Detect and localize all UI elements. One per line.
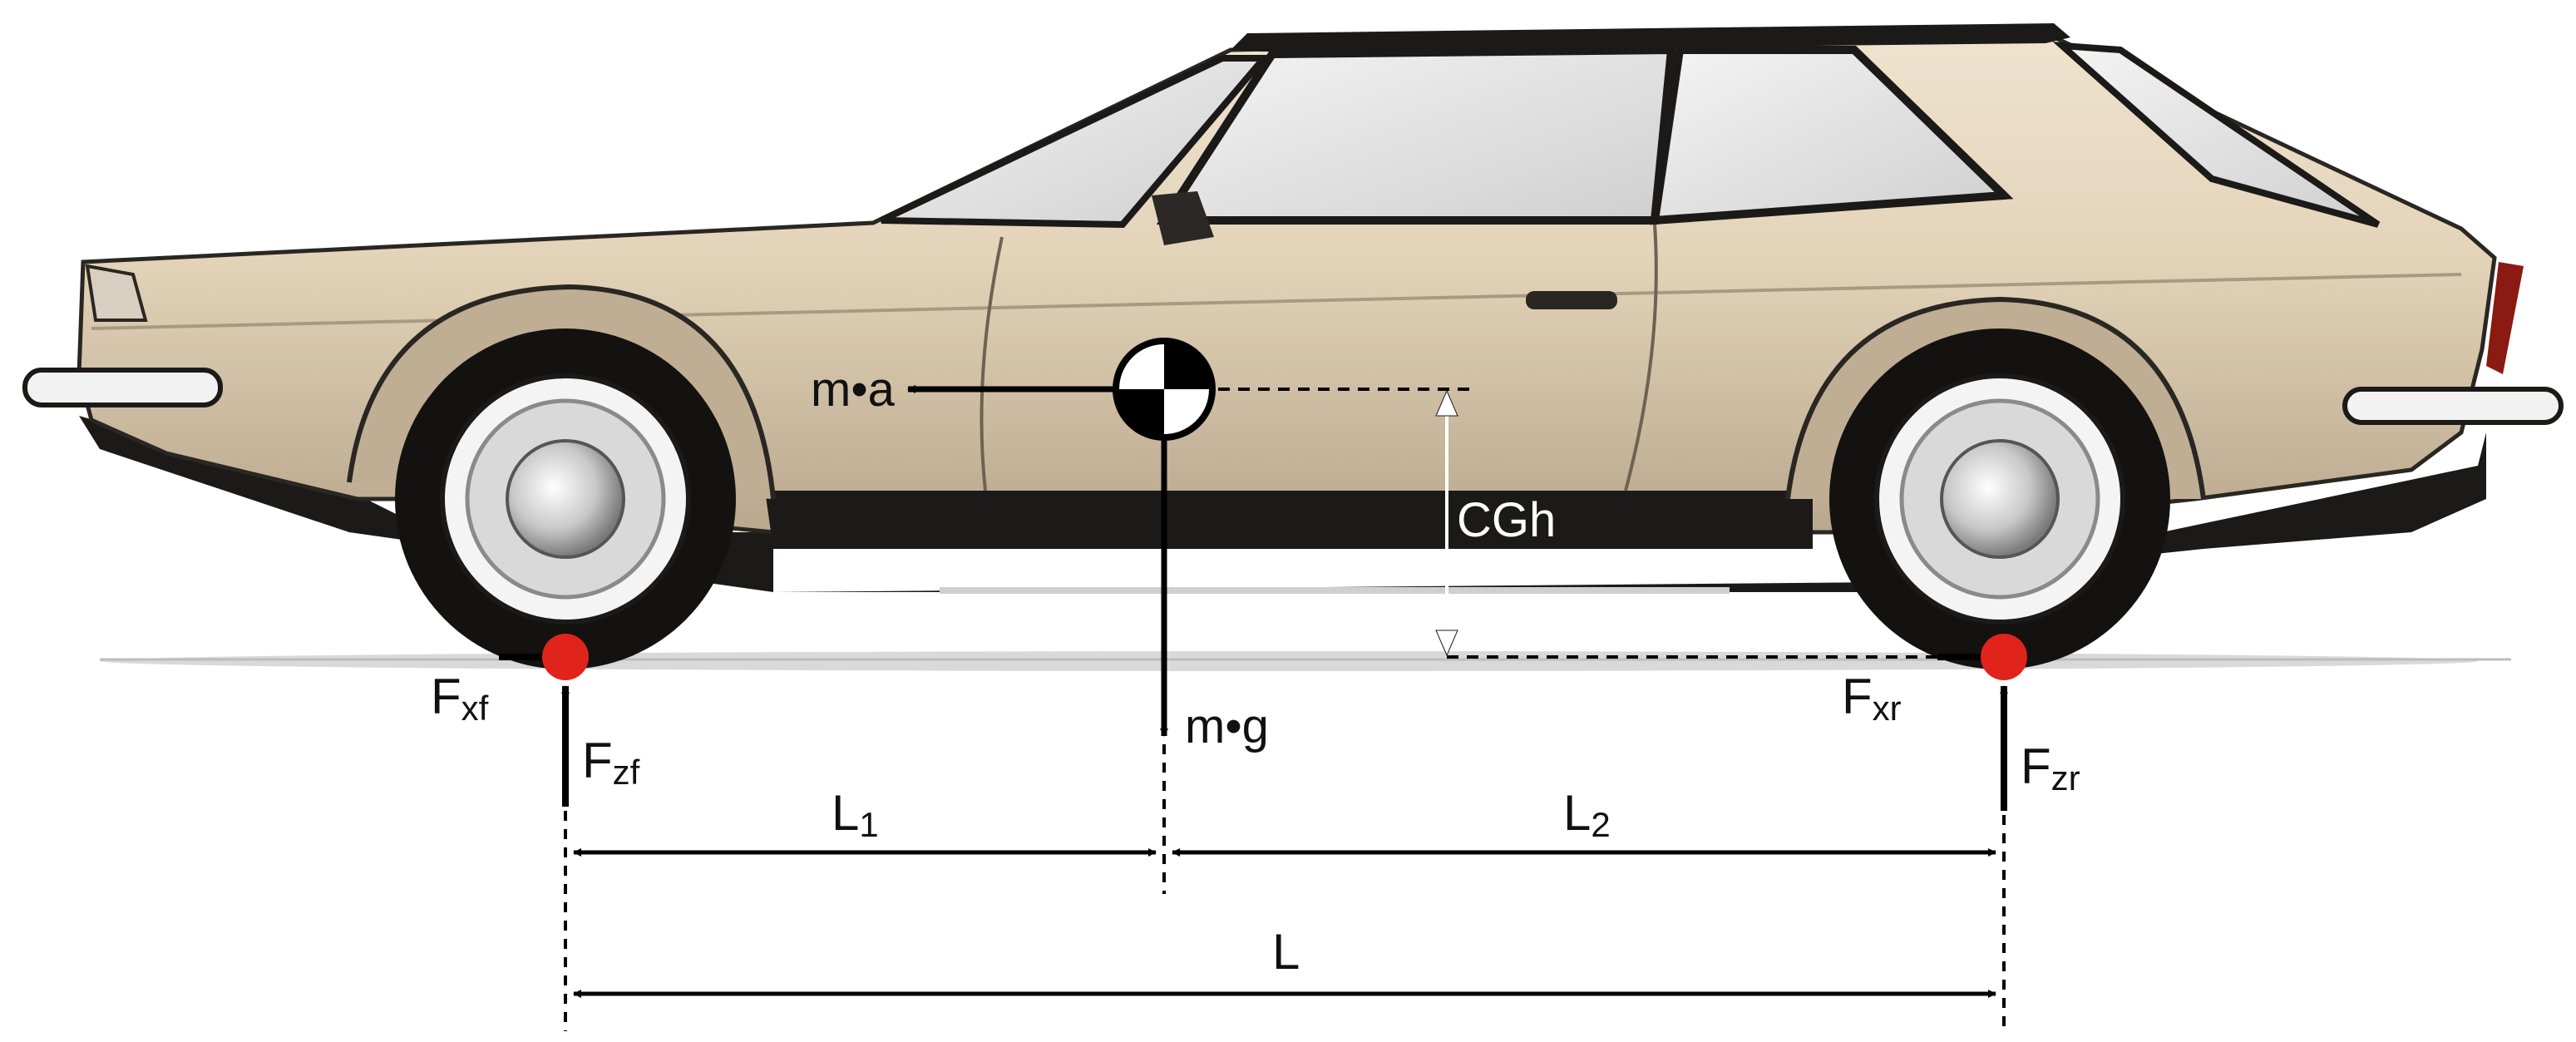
rocker-panel — [765, 491, 1813, 549]
car-illustration — [22, 23, 2564, 669]
ground-shadow — [100, 651, 2478, 671]
fzf-label: Fzf — [582, 733, 640, 792]
ma-label: m•a — [811, 363, 896, 417]
windshield — [880, 55, 1271, 229]
taillight — [2486, 262, 2524, 374]
headlight — [85, 264, 148, 322]
cgh-label: CGh — [1457, 493, 1556, 547]
front-wheel — [395, 328, 736, 669]
rear-wheel — [1829, 328, 2170, 669]
center-of-gravity-icon — [1113, 338, 1216, 441]
door-seam-rear — [1624, 224, 1658, 491]
rear-quarter-window — [2052, 42, 2381, 228]
mg-label: m•g — [1185, 699, 1269, 753]
rear-bumper — [2342, 387, 2564, 425]
l2-label: L2 — [1563, 785, 1611, 844]
fxr-label: Fxr — [1842, 669, 1902, 728]
l1-label: L1 — [832, 785, 879, 844]
car-roof — [1231, 23, 2070, 52]
fzr-label: Fzr — [2021, 738, 2080, 798]
fxf-label: Fxf — [431, 669, 489, 728]
door-seam-front — [980, 236, 1004, 491]
side-mirror — [1152, 191, 1214, 245]
front-door-window — [1156, 45, 1676, 225]
cgh-arrowhead-top — [1435, 389, 1458, 417]
door-handle — [1526, 291, 1617, 309]
rear-contact-point — [1981, 634, 2027, 680]
l-label: L — [1272, 924, 1300, 980]
shoulder-line — [91, 273, 2462, 330]
rear-door-window — [1650, 46, 2014, 225]
front-contact-point — [542, 634, 589, 680]
cgh-arrowhead-bottom — [1435, 630, 1458, 657]
front-bumper — [22, 368, 223, 407]
